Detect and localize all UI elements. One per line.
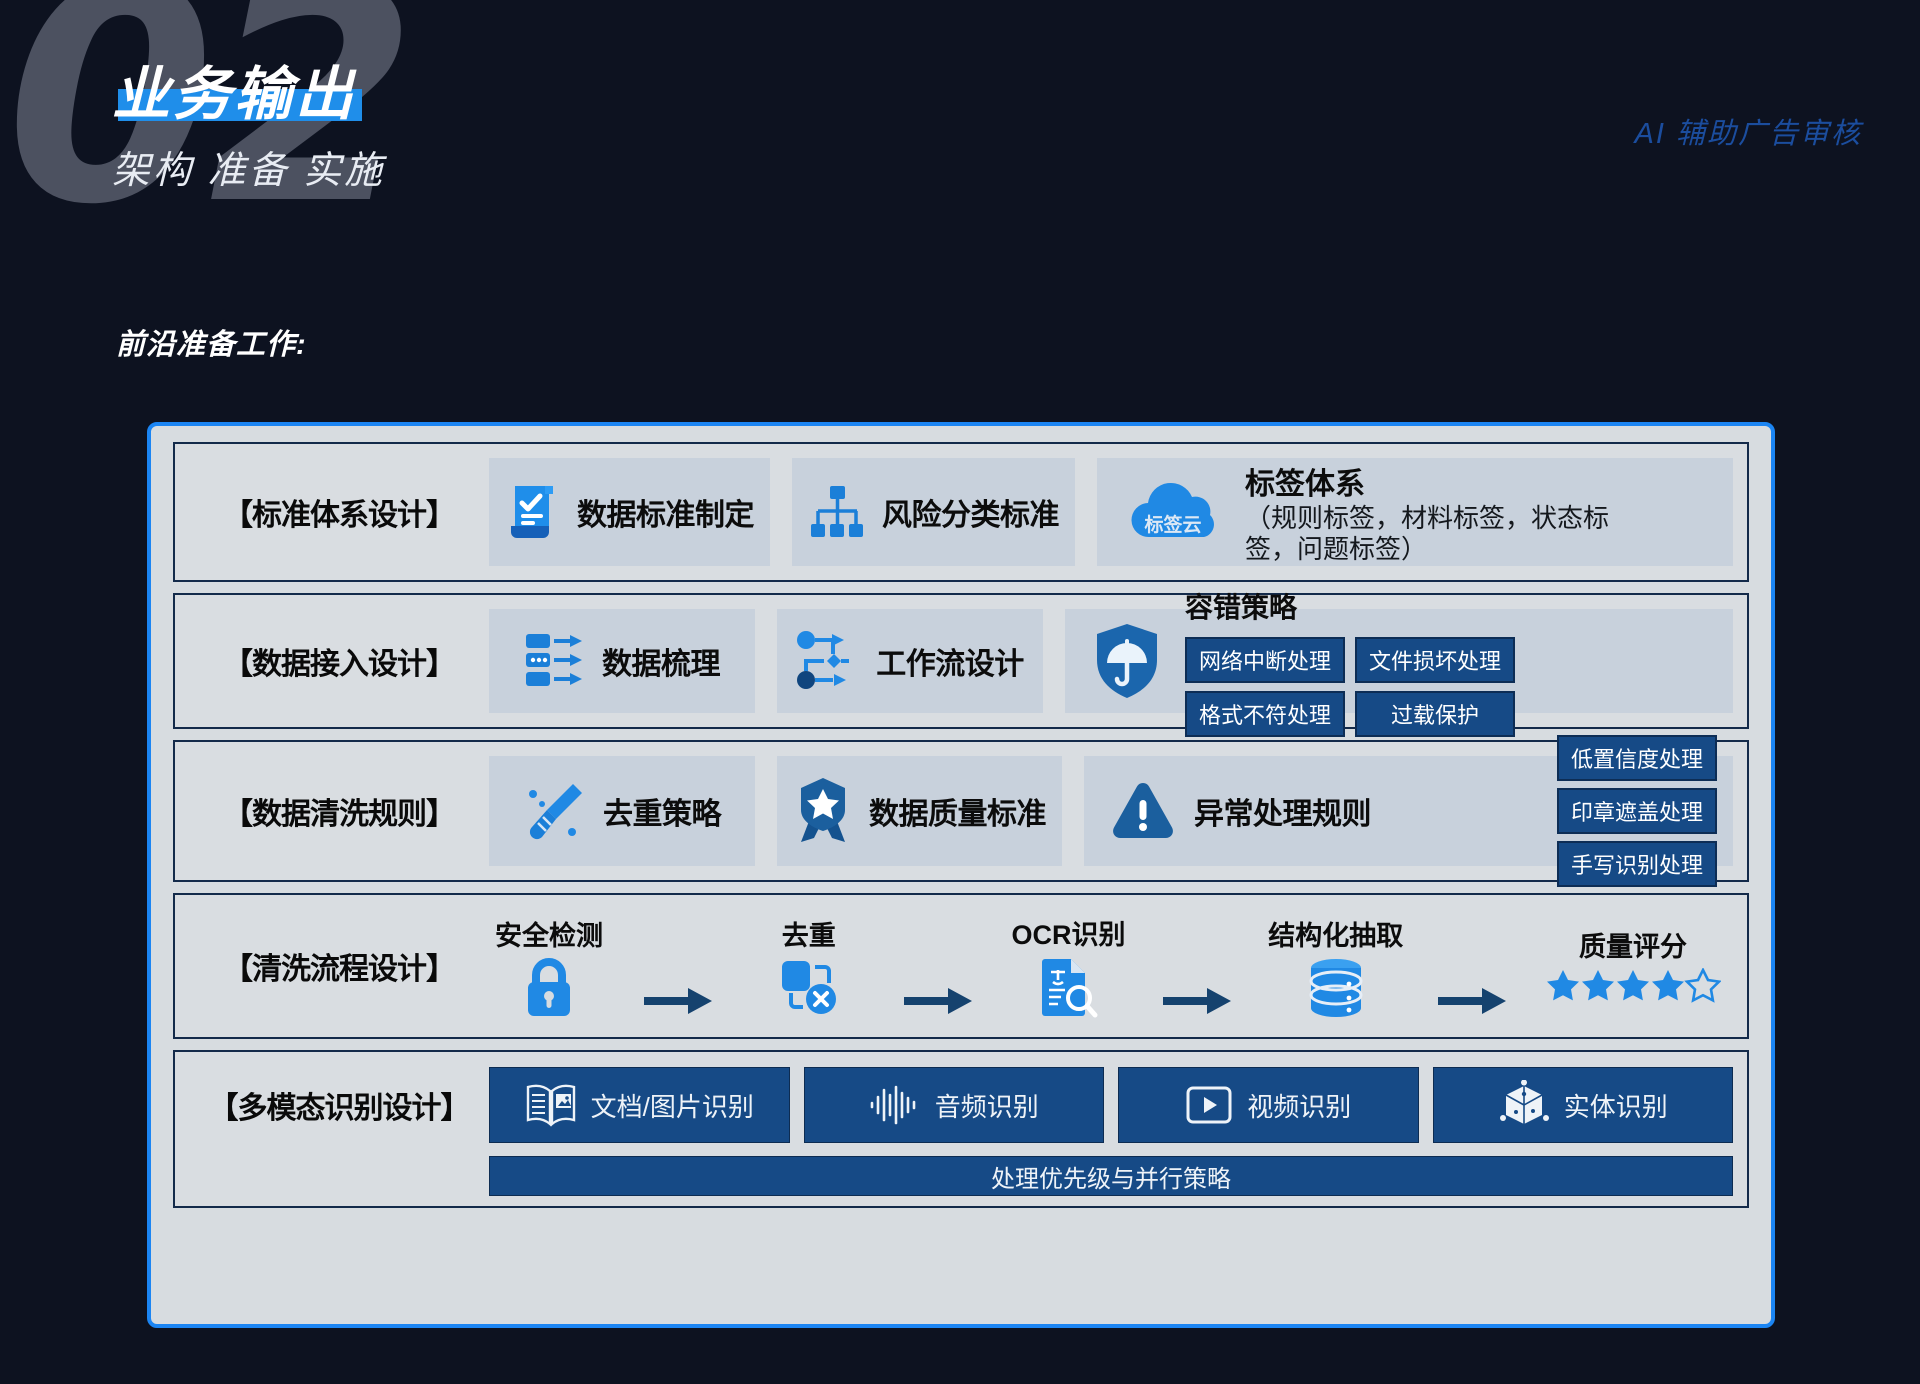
row-label: 【多模态识别设计】 (208, 1092, 471, 1125)
tile-fault-tolerance[interactable]: 容错策略 网络中断处理 文件损坏处理 格式不符处理 过载保护 (1065, 592, 1733, 737)
flow-step-label: 结构化抽取 (1268, 920, 1404, 951)
section-number-watermark: 02 (6, 0, 417, 270)
corner-label: AI 辅助广告审核 (1634, 118, 1862, 150)
row-label: 【数据清洗规则】 (223, 798, 456, 831)
tile-tag-system[interactable]: 标签云 标签体系 （规则标签，材料标签，状态标签，问题标签） (1097, 458, 1733, 566)
flow-step-structured-extraction[interactable]: 结构化抽取 (1268, 903, 1403, 1029)
tile-label: 实体识别 (1563, 1091, 1668, 1122)
flow-step-label: 去重 (781, 920, 836, 951)
main-panel: 【标准体系设计】 数据标准制定 (147, 422, 1775, 1328)
book-image-icon (525, 1082, 577, 1128)
org-tree-icon (808, 484, 866, 540)
chip[interactable]: 手写识别处理 (1556, 841, 1717, 887)
ocr-document-icon (1039, 956, 1099, 1020)
chip[interactable]: 低置信度处理 (1556, 735, 1717, 781)
flow-arrow-icon (903, 903, 974, 1029)
section-label: 前沿准备工作: (116, 329, 307, 361)
tag-system-subtitle: （规则标签，材料标签，状态标签，问题标签） (1245, 503, 1610, 564)
chip[interactable]: 文件损坏处理 (1355, 636, 1516, 683)
audio-wave-icon (869, 1084, 921, 1126)
tile-label: 工作流设计 (876, 648, 1024, 681)
dedupe-icon (779, 957, 839, 1019)
fault-tolerance-chips: 网络中断处理 文件损坏处理 格式不符处理 过载保护 (1185, 636, 1516, 737)
priority-parallel-bar[interactable]: 处理优先级与并行策略 (489, 1156, 1733, 1196)
tile-label: 异常处理规则 (1194, 798, 1372, 831)
flow-arrow-icon (1163, 903, 1233, 1029)
svg-text:标签云: 标签云 (1144, 513, 1201, 536)
document-check-icon (505, 482, 561, 542)
row-tiles: 去重策略 数据质量标准 (489, 735, 1733, 887)
flow-step-ocr[interactable]: OCR识别 (1009, 903, 1129, 1029)
tile-label: 风险分类标准 (882, 499, 1060, 532)
cube-entity-icon (1498, 1080, 1550, 1130)
tile-data-combing[interactable]: 数据梳理 (489, 609, 755, 713)
row-data-cleaning-rules: 【数据清洗规则】 去重策略 (173, 735, 1749, 887)
tile-label: 数据标准制定 (577, 499, 755, 532)
tile-label: 文档/图片识别 (590, 1091, 754, 1122)
tile-label: 数据质量标准 (869, 798, 1047, 831)
tile-label: 视频识别 (1247, 1091, 1352, 1122)
tile-dedupe-strategy[interactable]: 去重策略 (489, 756, 755, 866)
tile-label: 去重策略 (603, 798, 722, 831)
flow-step-label: 质量评分 (1579, 931, 1687, 962)
multimodal-top: 【多模态识别设计】 文档/图片识别 (189, 1062, 1733, 1148)
tile-workflow-design[interactable]: 工作流设计 (777, 609, 1043, 713)
tile-label: 音频识别 (934, 1091, 1039, 1122)
row-label: 【标准体系设计】 (223, 499, 456, 532)
lock-icon (521, 957, 577, 1019)
video-play-icon (1185, 1083, 1233, 1127)
flow-arrow-icon (1438, 903, 1508, 1029)
row-tiles: 数据标准制定 风险分类标准 (489, 444, 1733, 580)
header-block: 业务输出 架构 准备 实施 (112, 62, 812, 194)
page-subtitle: 架构 准备 实施 (112, 149, 386, 192)
tile-audio-recognition[interactable]: 音频识别 (803, 1067, 1104, 1143)
row-standard-system-design: 【标准体系设计】 数据标准制定 (173, 442, 1749, 582)
tag-system-text: 标签体系 （规则标签，材料标签，状态标签，问题标签） (1245, 459, 1635, 564)
star-rating-icon (1545, 967, 1721, 1008)
chip[interactable]: 格式不符处理 (1185, 690, 1346, 737)
page-title: 业务输出 (112, 62, 357, 127)
multimodal-tiles: 文档/图片识别 音频识别 (489, 1067, 1733, 1143)
flow-step-dedupe[interactable]: 去重 (749, 903, 869, 1029)
flow-step-label: OCR识别 (1011, 919, 1126, 950)
warning-triangle-icon (1110, 780, 1176, 842)
pipeline-flow: 安全检测 去重 (489, 895, 1733, 1037)
tile-exception-rules[interactable]: 异常处理规则 低置信度处理 印章遮盖处理 手写识别处理 (1084, 735, 1733, 887)
tag-system-title: 标签体系 (1245, 468, 1365, 502)
flow-step-quality-score[interactable]: 质量评分 (1543, 903, 1723, 1029)
row-tiles: 数据梳理 工作流设计 (489, 592, 1733, 737)
row-data-ingestion-design: 【数据接入设计】 数据梳理 (173, 592, 1749, 737)
tile-document-image-recognition[interactable]: 文档/图片识别 (489, 1067, 790, 1143)
tile-data-standard[interactable]: 数据标准制定 (489, 458, 770, 566)
row-cleaning-pipeline-design: 【清洗流程设计】 安全检测 去重 (173, 893, 1749, 1039)
quality-badge-icon (793, 776, 853, 846)
flow-step-security-check[interactable]: 安全检测 (489, 903, 609, 1029)
row-label: 【清洗流程设计】 (223, 953, 456, 986)
row-label: 【数据接入设计】 (223, 648, 456, 681)
priority-parallel-label: 处理优先级与并行策略 (991, 1165, 1231, 1193)
page-title-wrap: 业务输出 (112, 62, 363, 129)
data-transfer-icon (524, 632, 586, 690)
exception-chips: 低置信度处理 印章遮盖处理 手写识别处理 (1556, 735, 1717, 887)
shield-umbrella-icon (1091, 621, 1163, 701)
flow-arrow-icon (643, 903, 714, 1029)
chip[interactable]: 印章遮盖处理 (1556, 788, 1717, 834)
tile-label: 数据梳理 (602, 648, 721, 681)
chip[interactable]: 过载保护 (1355, 690, 1516, 737)
tile-data-quality-standard[interactable]: 数据质量标准 (777, 756, 1062, 866)
database-icon (1305, 957, 1367, 1019)
title-highlight-bar (118, 88, 363, 121)
flow-step-label: 安全检测 (495, 920, 603, 951)
tile-video-recognition[interactable]: 视频识别 (1118, 1067, 1419, 1143)
broom-icon (523, 780, 587, 842)
chip[interactable]: 网络中断处理 (1185, 636, 1346, 683)
tag-cloud-icon: 标签云 (1125, 479, 1229, 545)
fault-tolerance-block: 容错策略 网络中断处理 文件损坏处理 格式不符处理 过载保护 (1185, 586, 1516, 737)
tile-entity-recognition[interactable]: 实体识别 (1432, 1067, 1733, 1143)
tile-risk-classification[interactable]: 风险分类标准 (792, 458, 1075, 566)
row-multimodal-recognition-design: 【多模态识别设计】 文档/图片识别 (173, 1050, 1749, 1208)
workflow-icon (796, 630, 860, 692)
fault-tolerance-title: 容错策略 (1185, 591, 1298, 623)
